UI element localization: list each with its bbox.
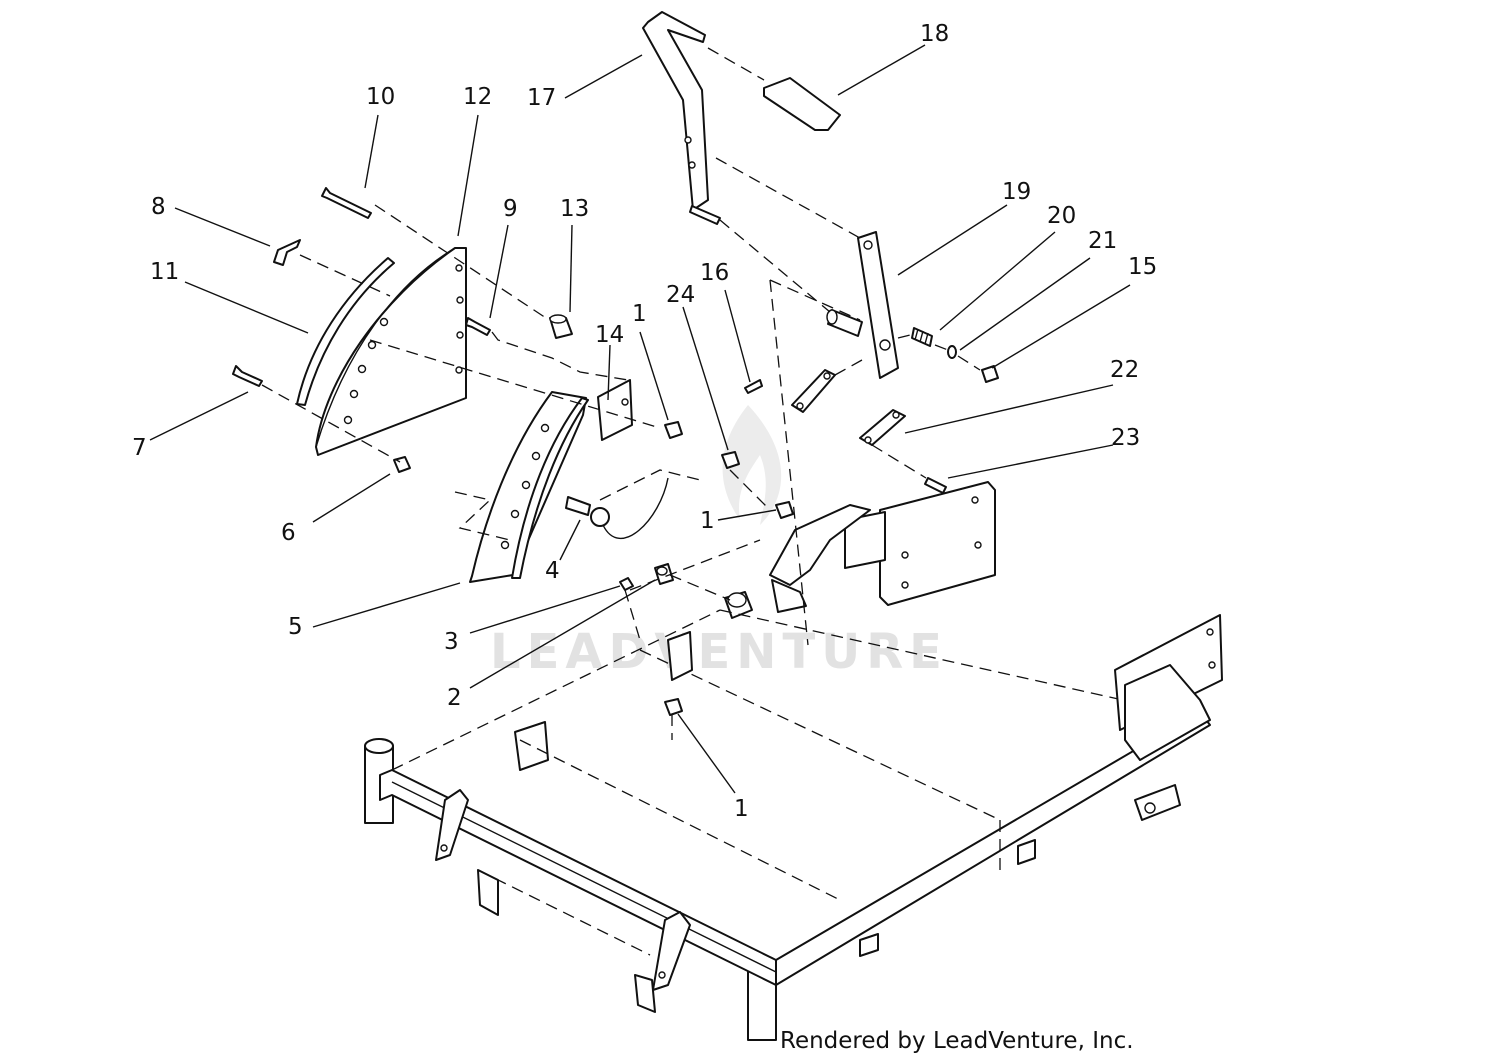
callout-22: 22: [1110, 357, 1139, 383]
part-22-link[interactable]: [859, 409, 906, 446]
part-24-nut[interactable]: [721, 451, 740, 469]
part-11-strip[interactable]: [296, 257, 395, 406]
part-3-spring[interactable]: [619, 577, 634, 591]
part-14-bracket[interactable]: [511, 379, 633, 579]
callout-9: 9: [503, 196, 518, 222]
callout-8: 8: [151, 194, 166, 220]
part-4-pin[interactable]: [565, 477, 669, 540]
part-12-plate[interactable]: [315, 247, 467, 456]
callout-18: 18: [920, 21, 949, 47]
mount-bracket[interactable]: [724, 481, 996, 619]
callout-12: 12: [463, 84, 492, 110]
callout-7: 7: [132, 435, 147, 461]
leader-lines: [149, 44, 1131, 794]
callout-15: 15: [1128, 254, 1157, 280]
part-20-spring[interactable]: [911, 327, 933, 347]
part-16-pin[interactable]: [744, 379, 763, 394]
part-2-bushing[interactable]: [654, 563, 674, 585]
callout-10: 10: [366, 84, 395, 110]
part-7-bolt[interactable]: [232, 365, 263, 387]
part-15-nut[interactable]: [981, 365, 999, 383]
part-13-spacer[interactable]: [549, 314, 573, 339]
part-10-bolt[interactable]: [321, 187, 372, 219]
callout-20: 20: [1047, 203, 1076, 229]
part-18-pedal-pad[interactable]: [763, 77, 841, 131]
callout-14: 14: [595, 322, 624, 348]
part-19-lever[interactable]: [826, 231, 899, 379]
callout-13: 13: [560, 196, 589, 222]
part-23-pin[interactable]: [924, 477, 947, 494]
callout-21: 21: [1088, 228, 1117, 254]
callout-19: 19: [1002, 179, 1031, 205]
callout-5: 5: [288, 614, 303, 640]
callout-17: 17: [527, 85, 556, 111]
part-1-nut-middle[interactable]: [775, 501, 794, 519]
part-1-nut-lower[interactable]: [664, 698, 683, 716]
part-1-nut-upper[interactable]: [664, 421, 683, 439]
callouts: 18 17 10 12 8 9 13 11 19 20 21 15 16 24 …: [132, 21, 1157, 822]
callout-24: 24: [666, 282, 695, 308]
callout-1-upper: 1: [632, 301, 647, 327]
assembly-lines: [261, 47, 981, 740]
frame[interactable]: [364, 609, 1223, 1041]
link-bar-upper[interactable]: [791, 369, 836, 413]
callout-2: 2: [447, 685, 462, 711]
callout-1-lower: 1: [734, 796, 749, 822]
callout-23: 23: [1111, 425, 1140, 451]
callout-16: 16: [700, 260, 729, 286]
part-17-pedal-arm[interactable]: [642, 11, 721, 225]
callout-3: 3: [444, 629, 459, 655]
callout-6: 6: [281, 520, 296, 546]
credit-text: Rendered by LeadVenture, Inc.: [780, 1028, 1134, 1054]
callout-1-middle: 1: [700, 508, 715, 534]
part-9-bolt[interactable]: [465, 317, 491, 336]
watermark-text: LEADVENTURE: [490, 624, 948, 680]
part-8-clip[interactable]: [273, 239, 301, 266]
callout-11: 11: [150, 259, 179, 285]
part-21-washer[interactable]: [947, 345, 957, 359]
watermark: LEADVENTURE: [490, 405, 948, 680]
callout-4: 4: [545, 558, 560, 584]
